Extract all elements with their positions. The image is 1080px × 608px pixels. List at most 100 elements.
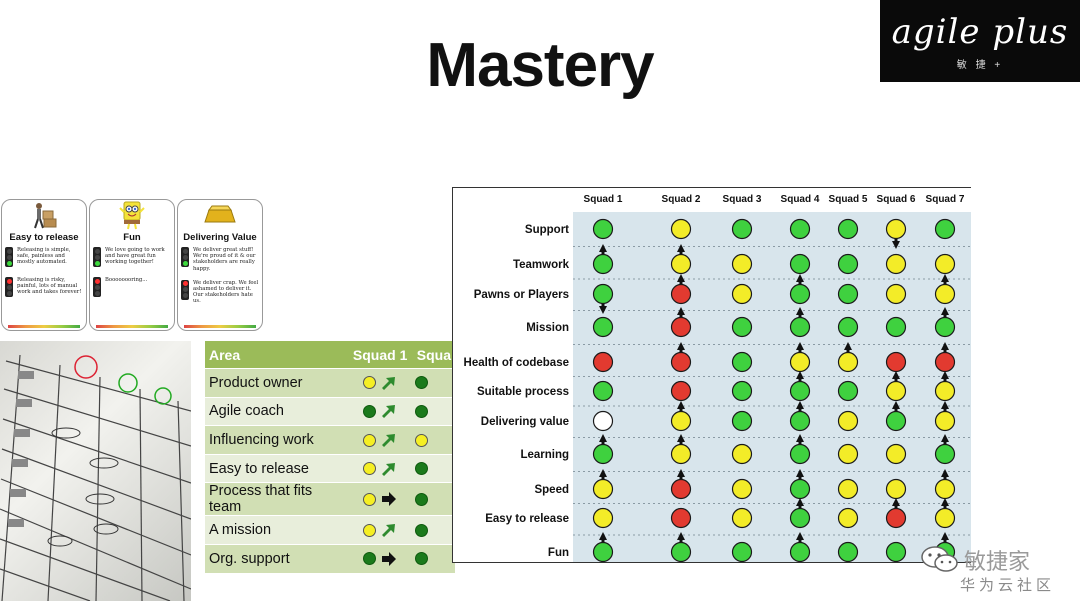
trend-up-arrow-stem (798, 281, 802, 285)
green-status-circle (789, 443, 811, 465)
card-bad-text: We deliver crap. We feel ashamed to deli… (193, 279, 259, 305)
gold-bar-icon (178, 200, 262, 230)
empty-status-circle (592, 410, 614, 432)
table-row: Influencing work (205, 425, 455, 454)
trend-up-arrow-icon (796, 434, 804, 442)
squad-2-cell (412, 396, 455, 426)
green-status-circle (837, 253, 859, 275)
yellow-status-circle (592, 478, 614, 500)
trend-up-arrow-icon (941, 371, 949, 379)
squad-2-cell (412, 453, 455, 483)
traffic-light-red-icon (181, 279, 189, 300)
green-status-circle (731, 541, 753, 562)
yellow-status-circle (837, 410, 859, 432)
area-row-label: Easy to release (485, 513, 569, 525)
area-row-label: Delivering value (481, 416, 569, 428)
squad-2-cell (412, 368, 455, 397)
trend-up-arrow-icon (941, 498, 949, 506)
worker-with-boxes-icon (2, 200, 86, 230)
trend-up-arrow-stem (798, 476, 802, 480)
trend-up-arrow-stem (943, 505, 947, 509)
red-status-circle (670, 478, 692, 500)
column-header-area: Area (205, 341, 348, 368)
red-status-circle (885, 507, 907, 529)
trend-up-arrow-stem (679, 539, 683, 543)
yellow-status-circle (731, 253, 753, 275)
trend-up-arrow-stem (798, 349, 802, 353)
trend-up-arrow-icon (382, 462, 396, 476)
trend-up-arrow-icon (382, 376, 396, 390)
squad-1-cell (347, 368, 413, 397)
yellow-status-circle (670, 443, 692, 465)
green-status-circle (789, 218, 811, 240)
squad-1-cell (347, 515, 413, 544)
trend-up-arrow-stem (943, 349, 947, 353)
trend-up-arrow-icon (599, 532, 607, 540)
green-status-circle (934, 316, 956, 338)
red-status-circle (592, 351, 614, 373)
area-row-label: Support (525, 224, 569, 236)
card-bad-text: Releasing is risky, painful, lots of man… (17, 277, 82, 296)
area-row-label: Fun (548, 547, 569, 559)
trend-up-arrow-stem (894, 378, 898, 382)
green-status-circle (837, 283, 859, 305)
area-row-label: Mission (526, 322, 569, 334)
yellow-status-circle (592, 507, 614, 529)
green-status-dot (414, 523, 428, 537)
color-strip (184, 325, 256, 328)
table-row: A mission (205, 515, 455, 544)
health-card-easy-to-release: Easy to release Releasing is simple, saf… (1, 199, 87, 331)
trend-up-arrow-stem (798, 505, 802, 509)
trend-up-arrow-icon (677, 342, 685, 350)
green-status-circle (837, 218, 859, 240)
yellow-status-circle (885, 443, 907, 465)
trend-up-arrow-icon (796, 469, 804, 477)
area-row-label: Learning (520, 449, 569, 461)
green-status-circle (592, 541, 614, 562)
yellow-status-dot (363, 523, 377, 537)
trend-up-arrow-stem (846, 349, 850, 353)
trend-up-arrow-stem (679, 476, 683, 480)
trend-up-arrow-icon (796, 274, 804, 282)
traffic-light-red-icon (93, 277, 101, 297)
yellow-status-circle (885, 478, 907, 500)
green-status-dot (363, 404, 377, 418)
trend-up-arrow-icon (796, 401, 804, 409)
health-card-fun: Fun We love going to work and have great… (89, 199, 175, 331)
trend-up-arrow-stem (894, 408, 898, 412)
traffic-light-red-icon (5, 277, 13, 297)
trend-up-arrow-stem (601, 476, 605, 480)
yellow-status-circle (885, 218, 907, 240)
area-label: Org. support (205, 543, 348, 573)
area-row-label: Pawns or Players (474, 289, 569, 301)
yellow-status-dot (363, 462, 377, 476)
yellow-status-circle (670, 218, 692, 240)
traffic-light-green-icon (5, 247, 13, 267)
green-status-circle (789, 253, 811, 275)
area-label: Product owner (205, 368, 348, 397)
green-status-circle (934, 443, 956, 465)
squad-2-cell (412, 425, 455, 454)
trend-up-arrow-icon (941, 434, 949, 442)
trend-up-arrow-icon (677, 469, 685, 477)
yellow-status-dot (363, 492, 377, 506)
green-status-circle (731, 380, 753, 402)
trend-up-arrow-icon (796, 371, 804, 379)
yellow-status-circle (837, 351, 859, 373)
green-status-circle (789, 410, 811, 432)
traffic-light-green-icon (181, 247, 189, 267)
squad-1-cell (347, 543, 413, 573)
trend-right-arrow-icon (382, 551, 397, 566)
yellow-status-circle (731, 443, 753, 465)
trend-up-arrow-stem (798, 441, 802, 445)
trend-up-arrow-stem (601, 539, 605, 543)
yellow-status-circle (934, 380, 956, 402)
trend-up-arrow-stem (601, 251, 605, 255)
card-title: Easy to release (9, 232, 79, 243)
table-row: Agile coach (205, 396, 455, 426)
table-row: Easy to release (205, 453, 455, 483)
yellow-status-circle (731, 507, 753, 529)
green-status-circle (670, 541, 692, 562)
trend-up-arrow-stem (679, 441, 683, 445)
green-status-circle (789, 541, 811, 562)
